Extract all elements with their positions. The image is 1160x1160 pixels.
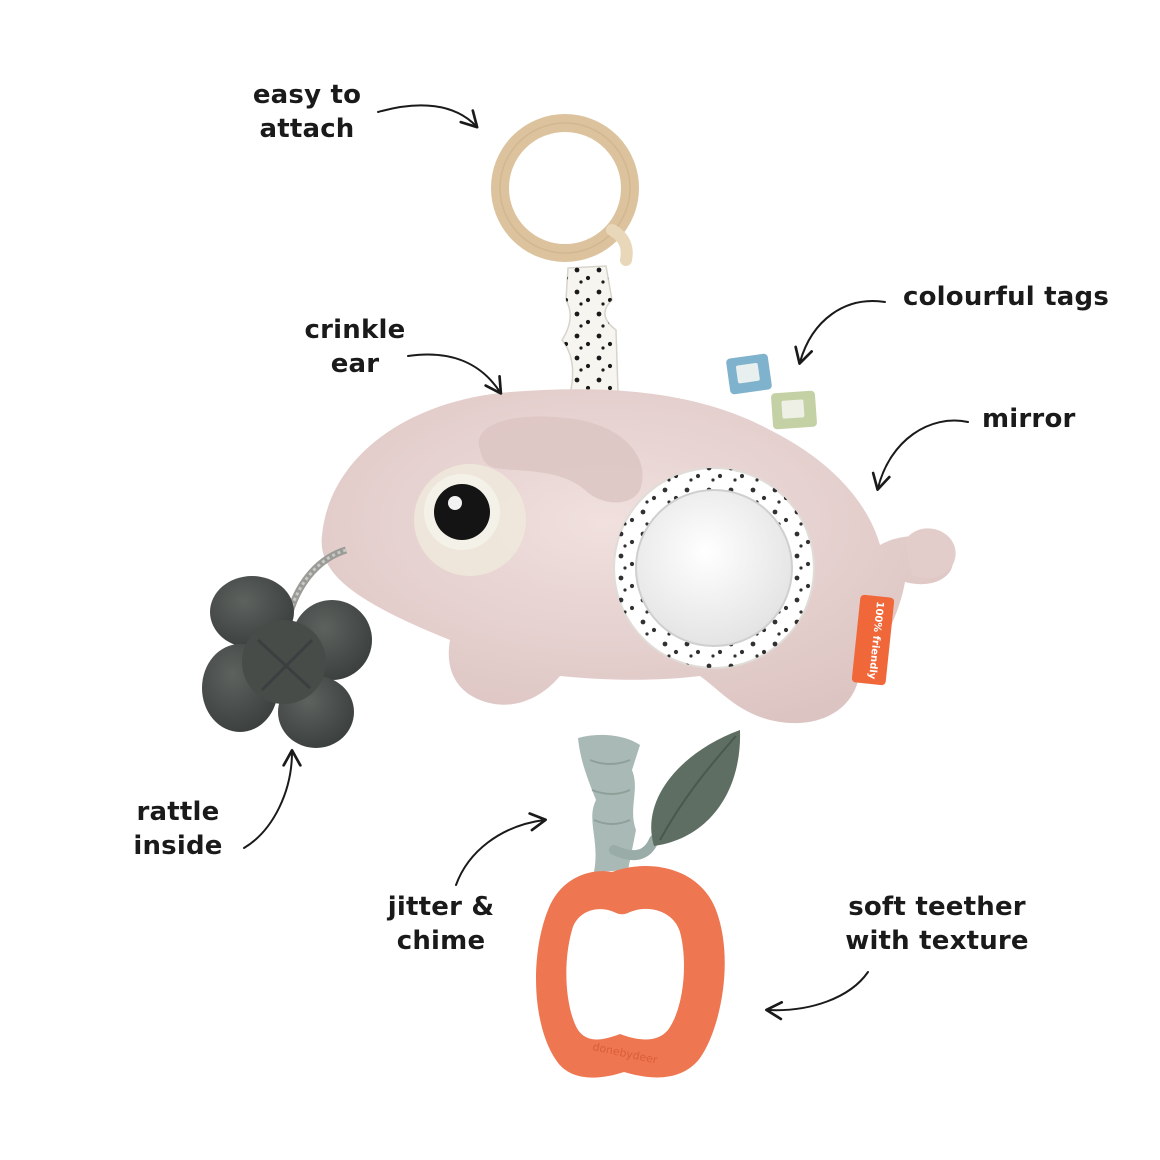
arrow-mirror (871, 419, 969, 491)
label-crinkle-ear: crinkle ear (288, 313, 422, 381)
friendly-tag: 100% friendly (851, 594, 895, 686)
clover-rattle (202, 576, 372, 748)
eye (414, 464, 526, 576)
ribbon-strap (578, 734, 659, 872)
colour-tags (726, 353, 817, 430)
label-mirror: mirror (982, 402, 1076, 436)
label-crinkle-ear-line1: crinkle (304, 315, 406, 345)
label-easy-to-attach-line1: easy to (252, 80, 362, 110)
label-jitter-chime-line2: chime (396, 926, 486, 956)
label-colourful-tags-line1: colourful tags (903, 282, 1110, 312)
label-rattle-inside-line1: rattle (136, 797, 220, 827)
label-soft-teether: soft teether with texture (832, 890, 1042, 958)
spring-connector (286, 546, 348, 614)
label-jitter-chime-line1: jitter & (387, 892, 495, 922)
arrow-jitter (455, 812, 547, 886)
arrow-teether (765, 971, 869, 1021)
apple-teether: donebydeer (536, 866, 725, 1078)
label-jitter-chime: jitter & chime (372, 890, 510, 958)
arrow-rattle (243, 749, 302, 849)
label-colourful-tags: colourful tags (903, 280, 1109, 314)
label-easy-to-attach: easy to attach (240, 78, 374, 146)
label-soft-teether-line2: with texture (845, 926, 1029, 956)
label-rattle-inside-line2: inside (133, 831, 223, 861)
leaf (651, 730, 741, 846)
arrow-tags (794, 300, 886, 365)
label-crinkle-ear-line2: ear (330, 349, 380, 379)
label-soft-teether-line1: soft teether (848, 892, 1026, 922)
label-mirror-line1: mirror (982, 404, 1076, 434)
mirror (613, 467, 815, 669)
label-easy-to-attach-line2: attach (259, 114, 355, 144)
arrow-crinkle (407, 353, 503, 395)
callout-arrows (243, 104, 969, 1021)
label-rattle-inside: rattle inside (118, 795, 238, 863)
dotted-strap (561, 265, 619, 395)
arrow-attach (377, 104, 479, 129)
wooden-ring (491, 114, 639, 266)
